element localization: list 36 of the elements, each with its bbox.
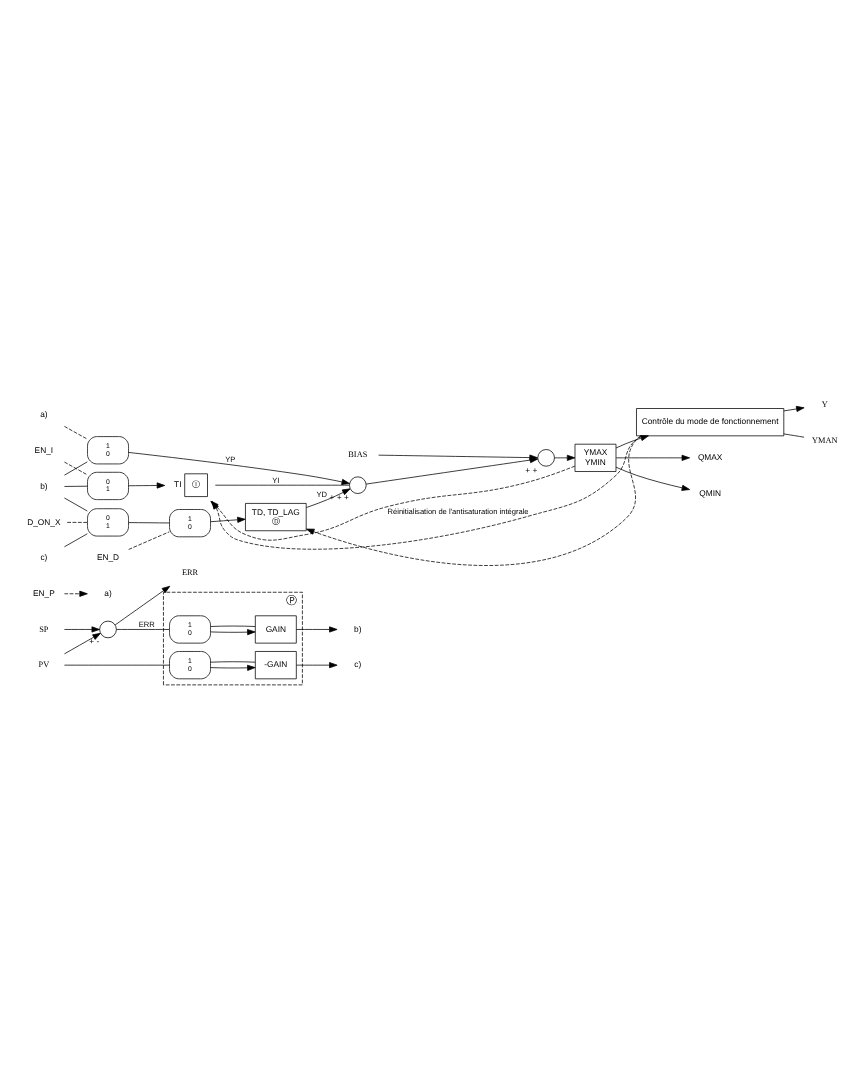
node-circle bbox=[537, 449, 555, 467]
connector bbox=[783, 433, 805, 438]
arrow bbox=[210, 629, 256, 636]
connector bbox=[210, 661, 256, 663]
connector bbox=[128, 531, 170, 550]
arrow bbox=[378, 454, 538, 461]
arrow bbox=[114, 585, 171, 626]
arrow bbox=[306, 435, 641, 566]
node-circle bbox=[99, 620, 117, 639]
connector bbox=[128, 522, 170, 524]
connector bbox=[116, 629, 170, 630]
connector bbox=[66, 522, 88, 523]
arrow bbox=[210, 516, 246, 523]
connector bbox=[64, 485, 88, 487]
arrow bbox=[615, 435, 649, 449]
connector bbox=[64, 497, 88, 512]
arrow bbox=[64, 626, 100, 633]
connector bbox=[64, 461, 88, 476]
connector bbox=[64, 664, 170, 666]
arrow bbox=[306, 488, 351, 508]
arrow bbox=[64, 632, 101, 655]
arrow bbox=[210, 664, 256, 671]
arrow bbox=[128, 482, 166, 489]
arrow bbox=[296, 662, 338, 669]
arrow bbox=[296, 626, 338, 633]
arrow bbox=[615, 466, 691, 491]
connector bbox=[214, 484, 350, 486]
arrow bbox=[128, 452, 350, 485]
connector bbox=[64, 426, 88, 440]
connector bbox=[64, 533, 88, 548]
arrow bbox=[615, 454, 690, 461]
arrow bbox=[554, 454, 576, 461]
connector bbox=[210, 625, 256, 627]
node-circle bbox=[349, 476, 367, 494]
arrow bbox=[783, 405, 805, 412]
arrow bbox=[64, 590, 88, 597]
